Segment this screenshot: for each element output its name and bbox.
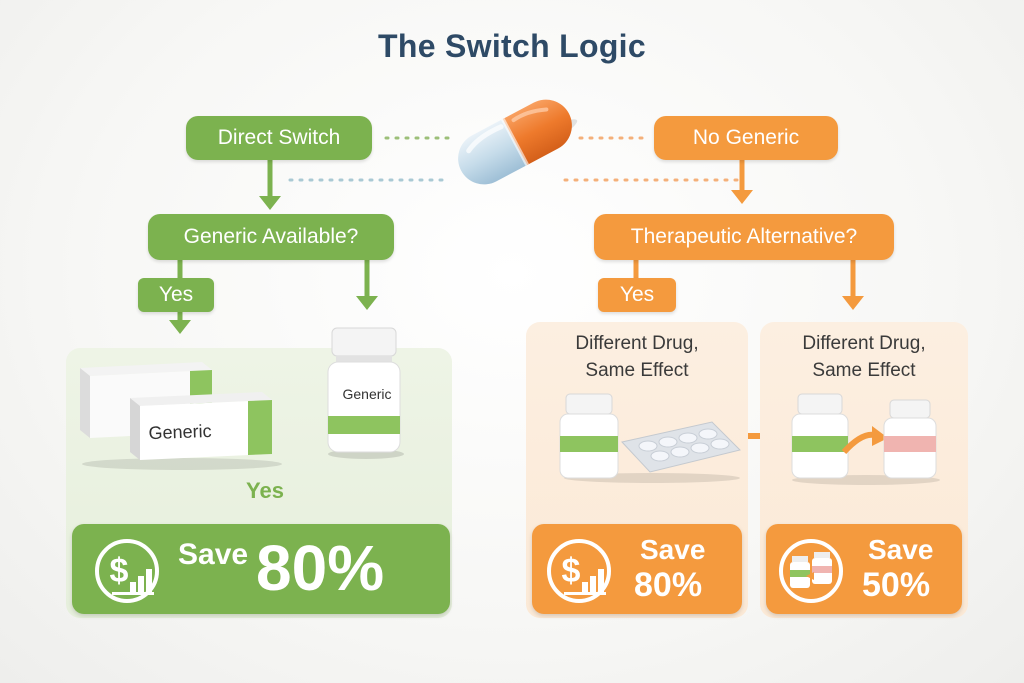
panel-a-heading: Different Drug, Same Effect [530,330,744,384]
svg-text:$: $ [110,552,129,590]
yes-label: Yes [598,278,676,312]
no-generic-label: No Generic [654,116,838,160]
save-label: Save [640,534,706,565]
panel-b-heading: Different Drug, Same Effect [762,330,966,384]
save-label: Save [178,538,249,571]
panel-a-heading-line1: Different Drug, [575,333,699,354]
bottle-label: Generic [342,386,392,402]
panel-b-heading-line2: Same Effect [812,360,916,381]
save-label: Save [868,534,934,565]
svg-text:$: $ [562,552,581,590]
dollar-growth-icon: $ [547,539,611,603]
capsule-icon [458,99,578,185]
page-title: The Switch Logic [378,28,646,64]
dollar-growth-icon: $ [95,539,159,603]
panel-b-heading-line1: Different Drug, [802,333,926,354]
save-value: 80% [634,566,703,604]
therapeutic-alternative-question: Therapeutic Alternative? [594,214,894,260]
bottle-and-blister-image [559,393,741,483]
direct-switch-label: Direct Switch [186,116,372,160]
generic-bottle-image [327,327,404,459]
bottle-swap-icon [779,539,843,603]
box-label: Generic [148,420,212,444]
save-value: 80% [256,532,385,604]
yes-label: Yes [138,278,214,312]
save-value: 50% [862,566,931,604]
generic-boxes-image [80,362,282,470]
bottle-swap-image [791,393,940,485]
yes-label: Yes [246,478,284,503]
panel-a-heading-line2: Same Effect [585,360,689,381]
generic-available-question: Generic Available? [148,214,394,260]
